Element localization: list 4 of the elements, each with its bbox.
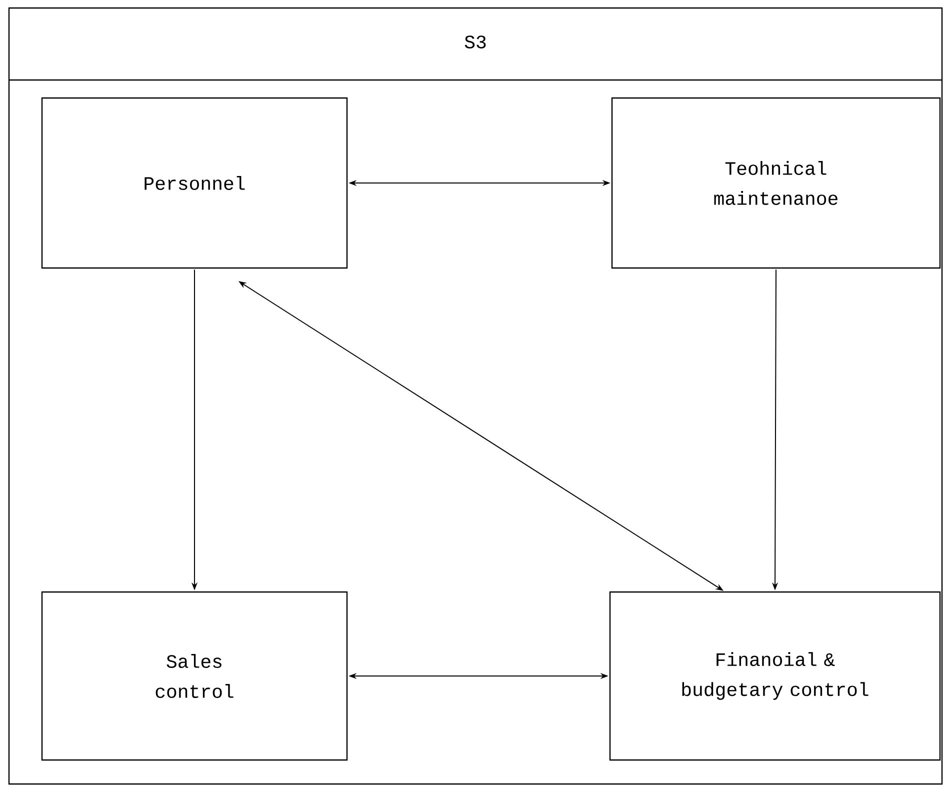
process-box: Personnel	[41, 97, 348, 269]
process-box: Sales control	[41, 591, 348, 761]
process-box: Teohnical maintenanoe	[611, 97, 941, 269]
process-box: Finanoial & budgetary control	[609, 591, 941, 761]
